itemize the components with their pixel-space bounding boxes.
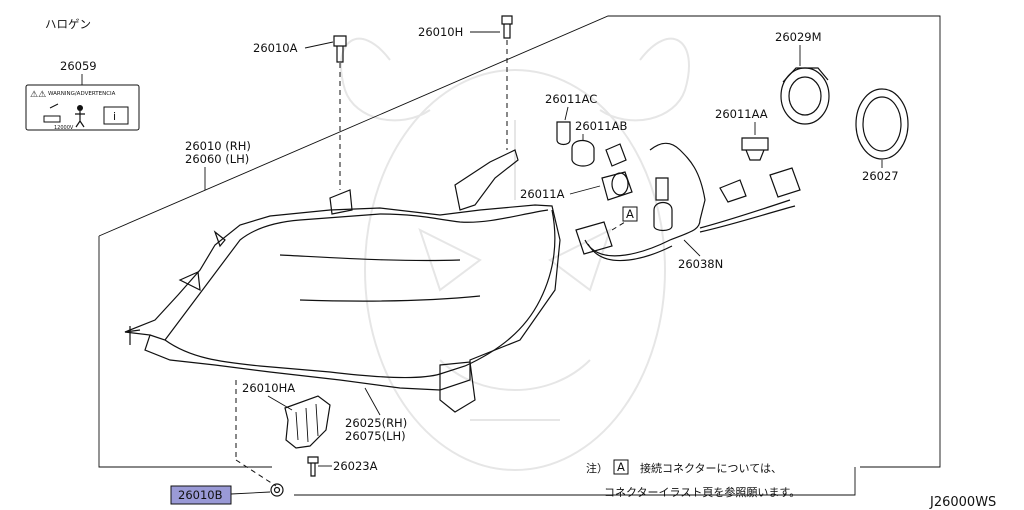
label-26060-lh[interactable]: 26060 (LH) xyxy=(185,152,249,166)
label-26011AA[interactable]: 26011AA xyxy=(715,107,768,121)
label-26075-lh[interactable]: 26075(LH) xyxy=(345,429,406,443)
label-26010A[interactable]: 26010A xyxy=(253,41,298,55)
label-26029M[interactable]: 26029M xyxy=(775,30,822,44)
part-26025-26075[interactable]: 26025(RH) 26075(LH) xyxy=(345,387,407,443)
label-26010H[interactable]: 26010H xyxy=(418,25,463,39)
connector-marker-A[interactable]: A xyxy=(611,206,638,231)
hand-warning-icon xyxy=(43,103,61,123)
screw-26010H[interactable]: 26010H xyxy=(418,15,513,150)
bulb-26011A[interactable]: 26011A xyxy=(520,171,633,201)
cap-26029M[interactable]: 26029M xyxy=(775,30,830,125)
seal-26027[interactable]: 26027 xyxy=(855,88,909,183)
label-26023A[interactable]: 26023A xyxy=(333,459,378,473)
screw-26010A[interactable]: 26010A xyxy=(253,35,347,190)
warning-triangle-icon: ⚠⚠ xyxy=(30,90,46,100)
bracket-26010HA[interactable]: 26010HA xyxy=(242,381,331,449)
headlamp-assembly-26010[interactable]: 26010 (RH) 26060 (LH) xyxy=(124,139,561,413)
diagram-code: J26000WS xyxy=(929,495,996,510)
label-26011AB[interactable]: 26011AB xyxy=(575,119,627,133)
warning-label-part[interactable]: 26059 WARNING/ADVERTENCIA ⚠⚠ 12000V i xyxy=(25,59,140,131)
note-prefix: 注） xyxy=(586,461,608,475)
label-26010B[interactable]: 26010B xyxy=(178,488,223,502)
person-icon xyxy=(75,105,85,128)
label-26025-rh[interactable]: 26025(RH) xyxy=(345,416,407,430)
label-26027[interactable]: 26027 xyxy=(862,169,899,183)
connector-note: 注） A 接続コネクターについては、 コネクターイラスト頁を参照願います。 xyxy=(586,459,800,499)
label-26010HA[interactable]: 26010HA xyxy=(242,381,295,395)
watermark-emblem xyxy=(340,37,690,471)
label-26059[interactable]: 26059 xyxy=(60,59,97,73)
marker-A-text: A xyxy=(626,207,634,221)
bulb-26011AA[interactable]: 26011AA xyxy=(715,107,769,161)
note-line-2: コネクターイラスト頁を参照願います。 xyxy=(604,485,800,499)
assembly-outline xyxy=(98,15,941,496)
nut-26010B[interactable]: 26010B xyxy=(170,380,284,505)
bulb-26011AC[interactable]: 26011AC xyxy=(545,92,597,146)
highlight-26010B xyxy=(170,485,232,505)
section-title: ハロゲン xyxy=(45,17,91,31)
info-icon: i xyxy=(113,110,116,123)
bulb-26011AB[interactable]: 26011AB xyxy=(571,119,627,167)
harness-26038N[interactable]: 26038N xyxy=(575,142,801,271)
note-line-1: 接続コネクターについては、 xyxy=(640,461,782,475)
screw-26023A[interactable]: 26023A xyxy=(307,456,378,477)
manual-icon xyxy=(103,106,129,125)
note-marker-box xyxy=(613,459,629,475)
note-marker-text: A xyxy=(617,460,625,474)
warning-label-title: WARNING/ADVERTENCIA xyxy=(48,91,116,97)
label-26011A[interactable]: 26011A xyxy=(520,187,565,201)
label-26038N[interactable]: 26038N xyxy=(678,257,723,271)
warning-voltage-text: 12000V xyxy=(54,125,74,131)
label-26010-rh[interactable]: 26010 (RH) xyxy=(185,139,251,153)
label-26011AC[interactable]: 26011AC xyxy=(545,92,597,106)
